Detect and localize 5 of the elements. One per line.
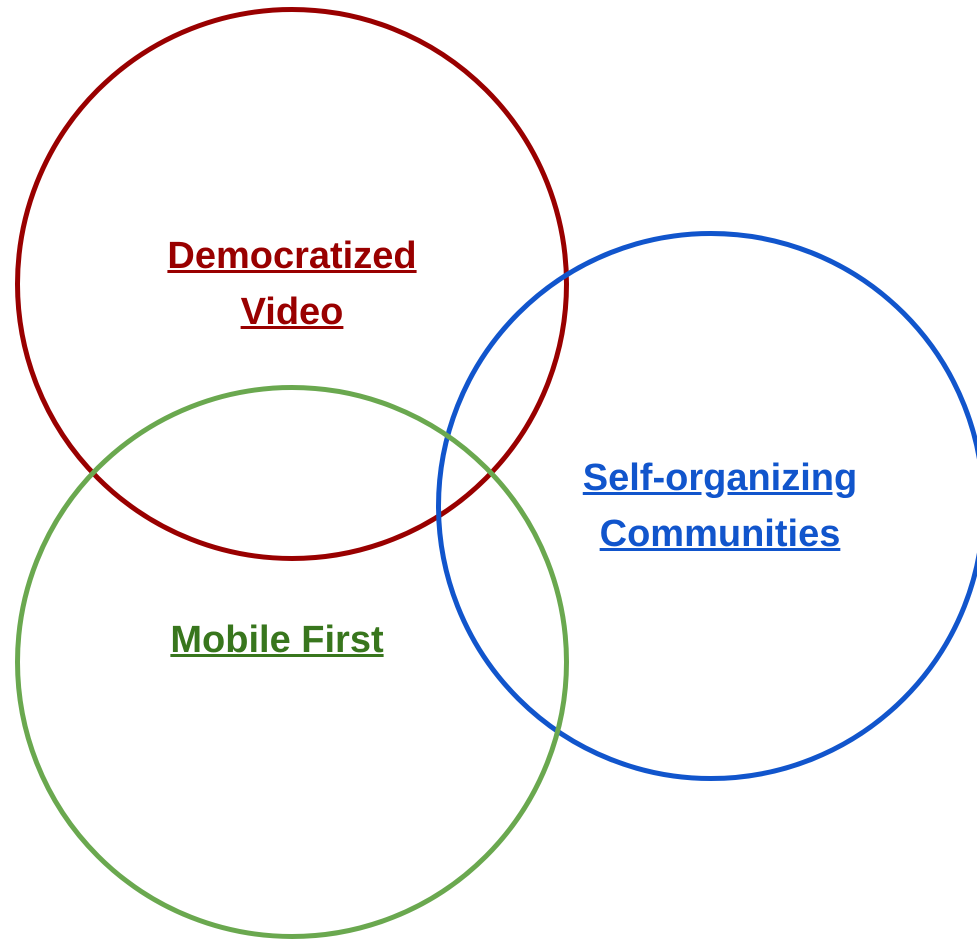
venn-circle — [15, 7, 569, 561]
circle-label: Mobile First — [169, 618, 385, 663]
circle-label: Democratized Video — [166, 234, 418, 335]
venn-circle — [15, 385, 569, 939]
circle-label: Self-organizing Communities — [582, 456, 858, 557]
